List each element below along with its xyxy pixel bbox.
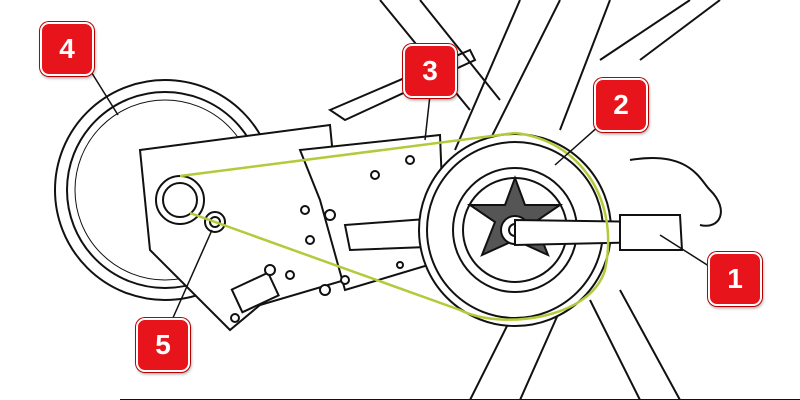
callout-leaders	[89, 69, 713, 321]
callout-5: 5	[136, 318, 190, 372]
callout-4: 4	[40, 22, 94, 76]
callout-2: 2	[594, 78, 648, 132]
crank-arm	[514, 157, 722, 251]
callout-1: 1	[708, 252, 762, 306]
callout-3: 3	[403, 44, 457, 98]
